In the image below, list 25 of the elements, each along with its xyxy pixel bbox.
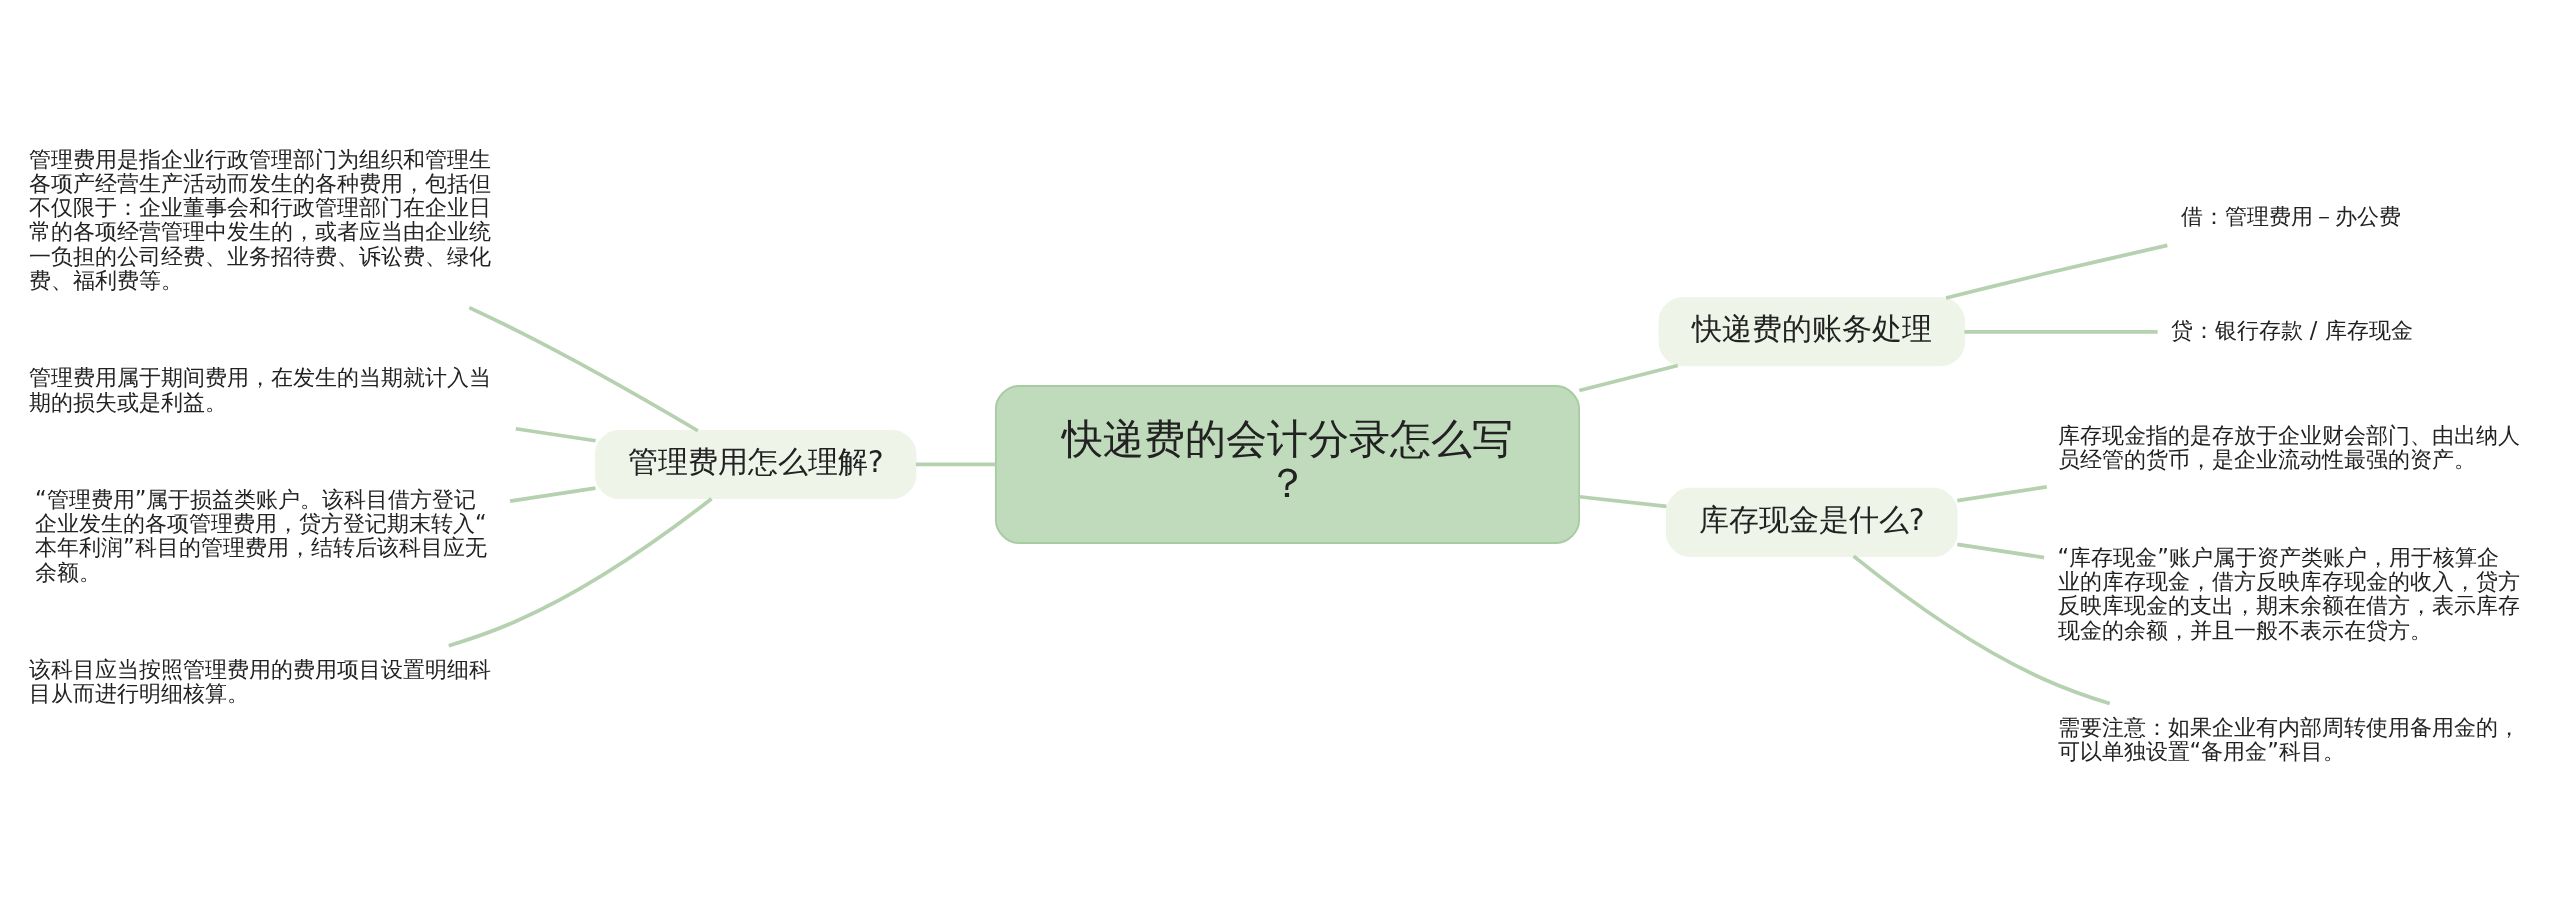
node-text: 借：管理费用－办公费	[2181, 202, 2402, 229]
node-text: “库存现金”账户属于资产类账户，用于核算企业的库存现金，借方反映库存现金的收入，贷方反映库现金的支出，期末余额在借方，表示库存现金的余额，并且一般不表示在贷方。	[2057, 543, 2520, 643]
connector	[468, 305, 699, 432]
connector	[448, 496, 713, 647]
connector	[915, 462, 996, 466]
node-text: 需要注意：如果企业有内部周转使用备用金的，可以单独设置“备用金”科目。	[2057, 713, 2520, 764]
node-text: 管理费用是指企业行政管理部门为组织和管理生各项产经营生产活动而发生的各种费用，包括但不仅限于：企业董事会和行政管理部门在企业日常的各项经营管理中发生的，或者应当由企业统一负担的公司经费、业务招待费、诉讼费、绿化费、福利费等。	[29, 145, 492, 293]
connector	[1945, 243, 2168, 300]
connector	[1579, 494, 1667, 508]
connector	[1964, 329, 2158, 334]
node-text: 贷：银行存款 / 库存现金	[2170, 316, 2413, 343]
node-box: 快递费的账务处理	[1658, 296, 1966, 366]
node-box: 快递费的会计分录怎么写？	[994, 384, 1581, 544]
node-box: 库存现金是什么?	[1666, 487, 1958, 557]
connector	[515, 426, 596, 443]
connector	[1578, 363, 1679, 392]
node-text: 该科目应当按照管理费用的费用项目设置明细科目从而进行明细核算。	[29, 655, 492, 706]
connector	[1957, 541, 2045, 559]
connector	[1852, 554, 2111, 705]
node-text: 管理费用属于期间费用，在发生的当期就计入当期的损失或是利益。	[29, 363, 492, 415]
node-text: “管理费用”属于损益类账户。该科目借方登记企业发生的各项管理费用，贷方登记期末转入“本年利润”科目的管理费用，结转后该科目应无余额。	[35, 485, 487, 585]
node-box: 管理费用怎么理解?	[594, 429, 917, 499]
node-text: 库存现金指的是存放于企业财会部门、由出纳人员经管的货币，是企业流动性最强的资产。	[2057, 421, 2520, 472]
connector	[1957, 484, 2048, 502]
connector	[509, 485, 596, 503]
